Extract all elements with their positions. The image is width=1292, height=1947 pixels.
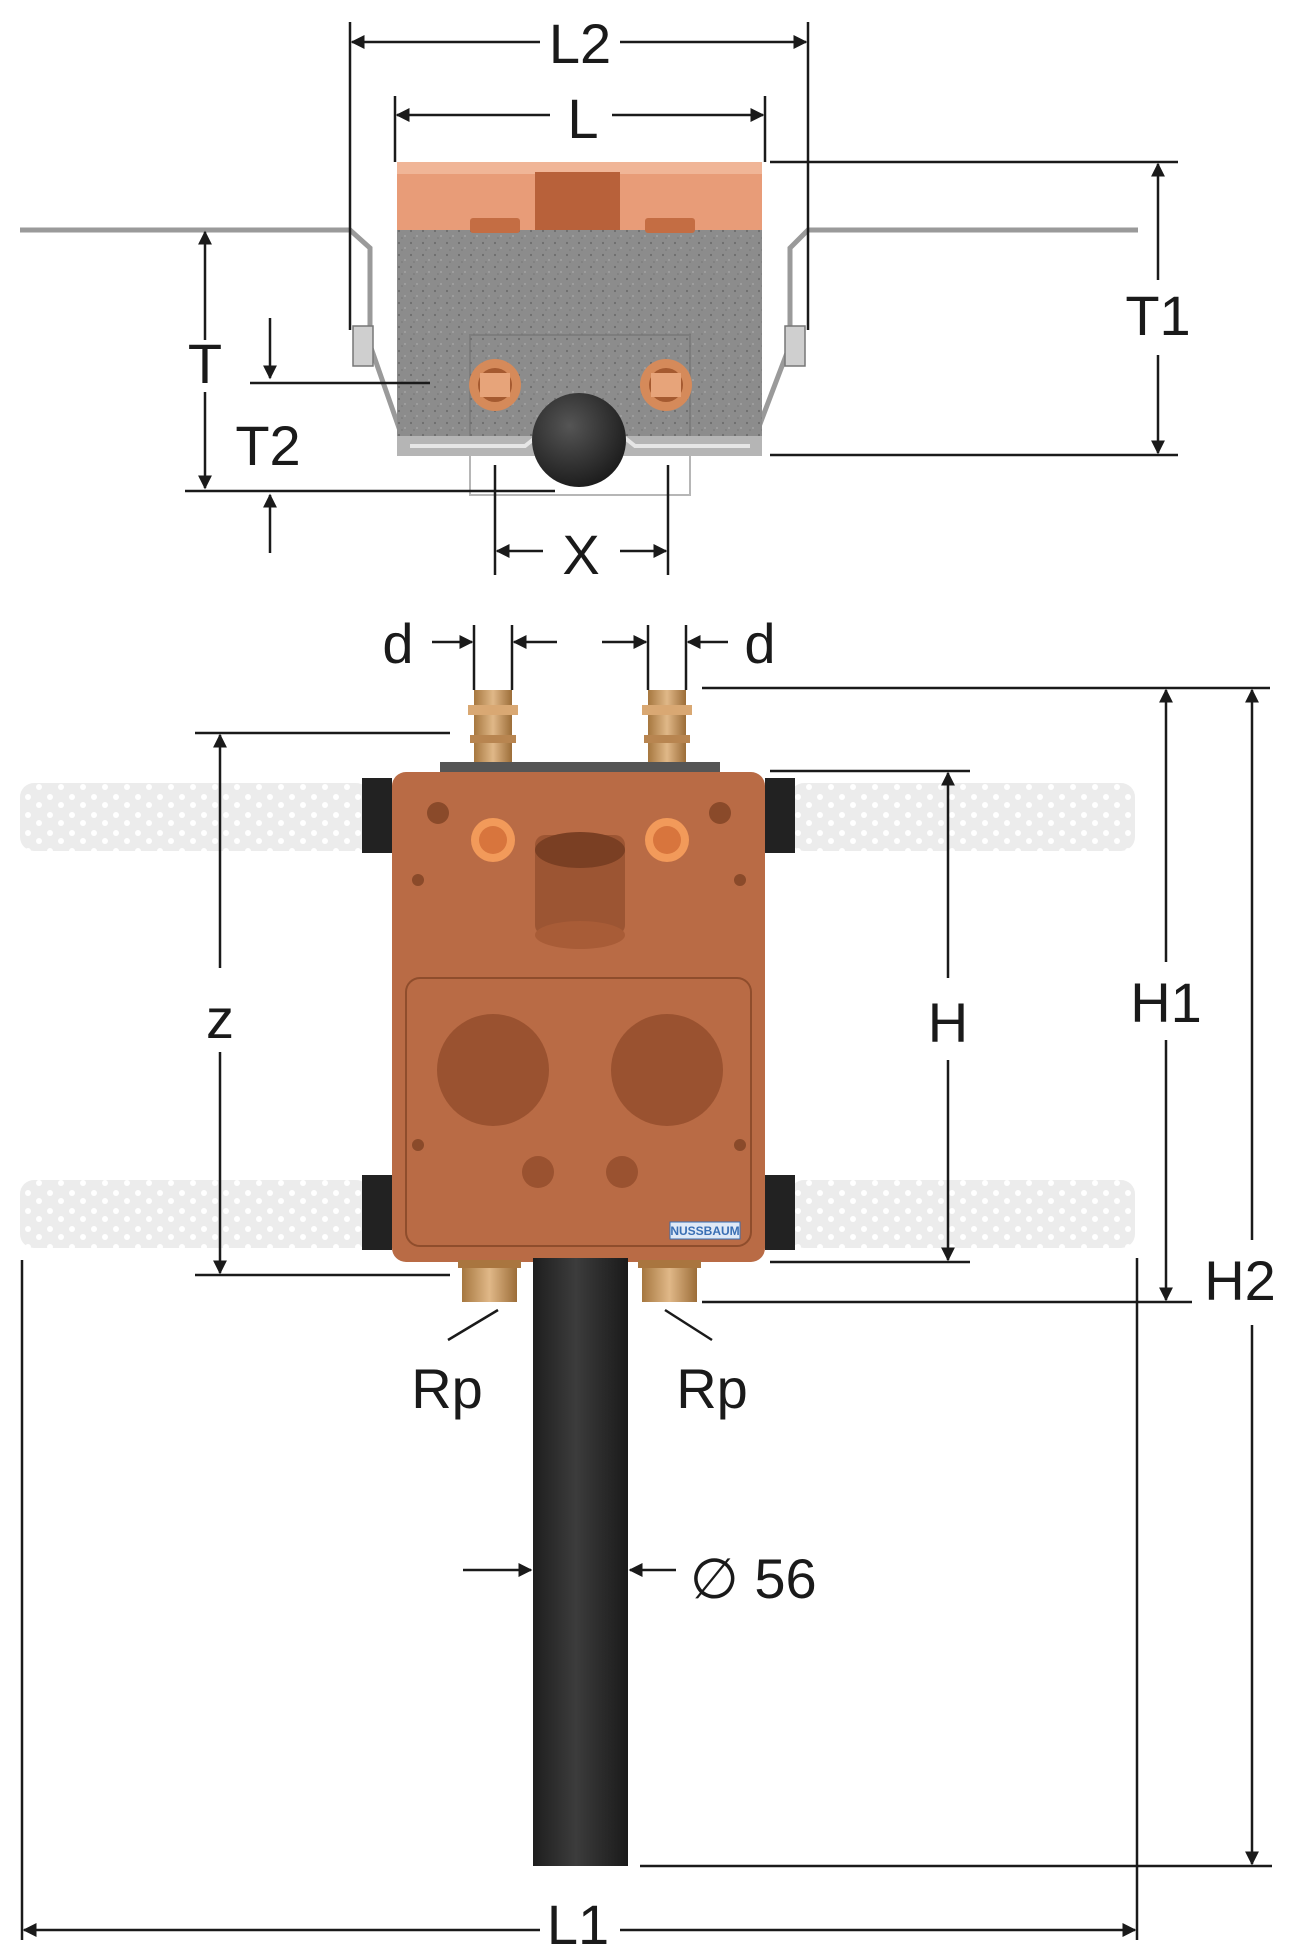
- label-X: X: [562, 523, 599, 586]
- label-L2: L2: [549, 12, 611, 75]
- label-z: z: [206, 987, 234, 1050]
- front-insulation-body: [392, 772, 765, 1262]
- inlet-ring-left: [471, 818, 515, 862]
- label-T2: T2: [235, 414, 300, 477]
- outlet-fitting-left: [458, 1260, 521, 1302]
- drain-pipe: [533, 1258, 628, 1866]
- top-left-port: [469, 359, 521, 411]
- brand-label-text: NUSSBAUM: [670, 1224, 739, 1238]
- top-center-socket: [535, 172, 620, 230]
- top-right-port: [640, 359, 692, 411]
- inlet-fitting-left: [468, 690, 518, 770]
- inlet-fitting-right: [642, 690, 692, 770]
- top-view: L2 L T1 T T2 X: [20, 12, 1191, 586]
- bottom-left-strip: [20, 1180, 370, 1248]
- bottom-right-strip: [790, 1180, 1135, 1248]
- cutout-right: [611, 1014, 723, 1126]
- label-d-right: d: [744, 612, 775, 675]
- top-left-strip: [20, 783, 370, 851]
- left-mounting-rail: [20, 227, 455, 448]
- label-Rp-right: Rp: [676, 1357, 748, 1420]
- right-bracket: [784, 325, 806, 367]
- label-Rp-left: Rp: [411, 1357, 483, 1420]
- left-bracket: [352, 325, 374, 367]
- drain-ball: [532, 393, 626, 487]
- cutout-left: [437, 1014, 549, 1126]
- label-L1: L1: [547, 1893, 609, 1947]
- label-L: L: [567, 87, 598, 150]
- outlet-fitting-right: [638, 1260, 701, 1302]
- label-d-left: d: [382, 612, 413, 675]
- label-H2: H2: [1204, 1249, 1276, 1312]
- label-H: H: [928, 991, 968, 1054]
- label-T: T: [188, 332, 222, 395]
- label-H1: H1: [1130, 971, 1202, 1034]
- front-view: NUSSBAUM d d z H: [20, 612, 1276, 1947]
- label-T1: T1: [1125, 284, 1190, 347]
- brand-label: [669, 1221, 741, 1240]
- right-mounting-rail: [700, 227, 1138, 448]
- inlet-ring-right: [645, 818, 689, 862]
- top-right-strip: [790, 783, 1135, 851]
- label-pipe-diameter: ∅ 56: [690, 1547, 817, 1610]
